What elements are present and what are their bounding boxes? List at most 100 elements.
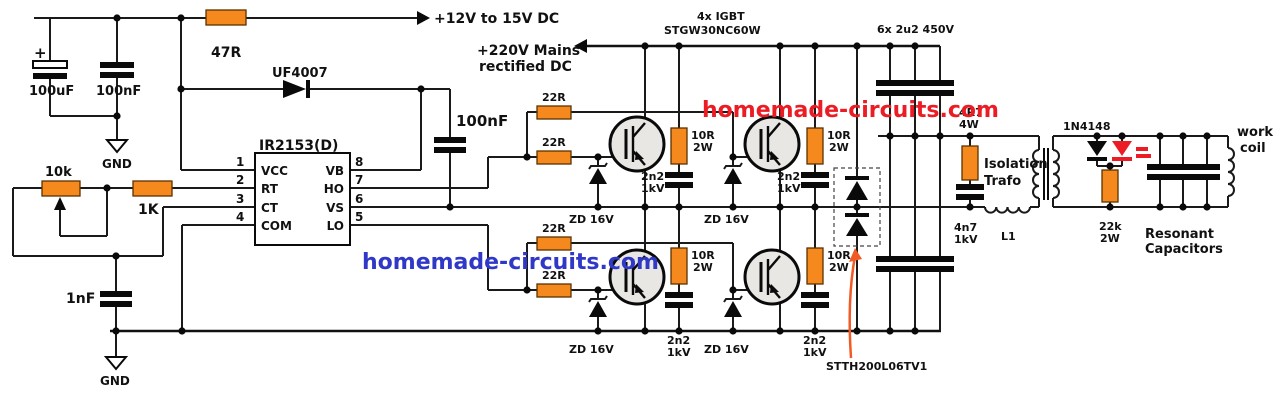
igbt-label-line2: STGW30NC60W [664,24,761,37]
resonant-capacitors [1147,164,1220,180]
tank-label-line2: Capacitors [1145,242,1223,257]
snubber-c-label-2: 2n2 [777,170,800,183]
snubber-r-label-3: 10R [691,249,715,262]
zener-label-1: ZD 16V [569,213,614,226]
diode-1N4148-label: 1N4148 [1063,120,1110,133]
isolation-transformer [1032,148,1060,200]
snubber-top-left [665,127,693,188]
potentiometer-10k [41,180,81,210]
pin-num-3: 3 [236,192,244,206]
work-coil-label-line1: work [1237,125,1273,140]
clamp-diode-module [833,167,881,247]
plus-polarity-label: + [34,44,47,62]
damper-c-label: 4n7 [954,221,977,234]
resistor-47R-label: 47R [211,45,241,61]
cap-100nF-label: 100nF [96,84,141,99]
snubber-c-label-3: 2n2 [667,334,690,347]
pot-10k-label: 10k [45,165,72,180]
damper-rw-label: 4W [959,118,979,131]
pin-vcc-label: VCC [261,164,288,178]
resistor-1K [132,180,173,197]
damper-r-label: 4R7 [959,106,983,119]
snubber-bottom-left [665,247,693,308]
pin-num-1: 1 [236,155,244,169]
junction-dots [103,14,1211,335]
snubber-r-label-4: 10R [827,249,851,262]
pin-vs-label: VS [326,201,344,215]
ic-IR2153-body [254,152,351,246]
snubber-bottom-right [801,247,829,308]
supply-rail-label: +12V to 15V DC [434,11,559,27]
pin-ho-label: HO [324,182,344,196]
bleeder-r-label: 22k [1099,220,1122,233]
gnd-symbol-top [104,139,130,154]
resistor-22R-1 [536,105,572,120]
pin-com-label: COM [261,219,292,233]
trafo-label-line1: Isolation [984,157,1048,172]
bootstrap-cap-label: 100nF [456,112,508,130]
capacitor-bootstrap-100nF [434,137,466,153]
gate-resistor-label-2: 22R [542,136,566,149]
pin-num-4: 4 [236,210,244,224]
snubber-r-label-1: 10R [691,129,715,142]
pin-num-2: 2 [236,173,244,187]
pin-num-8: 8 [355,155,363,169]
gnd-top-label: GND [102,157,132,171]
resistor-22R-4 [536,283,572,298]
zener-label-2: ZD 16V [704,213,749,226]
watermark-red: homemade-circuits.com [702,98,999,123]
snubber-w-label-3: 2W [693,261,713,274]
snubber-cv-label-1: 1kV [641,182,665,195]
igbt-label-line1: 4x IGBT [697,10,745,23]
resistor-1K-label: 1K [138,202,160,218]
zener-label-4: ZD 16V [704,343,749,356]
inductor-L1 [984,206,1031,214]
ic-name-label: IR2153(D) [259,138,338,154]
cap-100uF-label: 100uF [29,84,74,99]
resistor-22k [1101,169,1119,203]
pin-rt-label: RT [261,182,279,196]
supply-arrow-icon [417,11,430,25]
pin-vb-label: VB [326,164,344,178]
capacitor-1nF [100,291,132,307]
snubber-c-label-4: 2n2 [803,334,826,347]
clamp-diode-label: STTH200L06TV1 [826,360,927,373]
igbt-top-left [608,115,666,173]
snubber-c-label-1: 2n2 [641,170,664,183]
gnd-bottom-label: GND [100,374,130,388]
tank-label-line1: Resonant [1145,227,1214,242]
zener-ZD16V-2 [723,157,743,207]
work-coil [1227,147,1235,197]
resistor-4R7 [961,145,979,181]
circuit-wiring [12,17,1229,357]
mains-arrow-icon [574,39,587,53]
trafo-label-line2: Trafo [984,174,1021,189]
gate-resistor-label-3: 22R [542,222,566,235]
bleeder-rw-label: 2W [1100,232,1120,245]
diode-UF4007 [283,80,310,98]
zener-ZD16V-3 [588,290,608,331]
pin-num-5: 5 [355,210,363,224]
mains-label-line2: rectified DC [479,59,572,75]
zener-ZD16V-1 [588,157,608,207]
clamp-diode-pointer-arrow [848,248,862,359]
igbt-bottom-right [743,248,801,306]
resistor-22R-2 [536,150,572,165]
bus-caps-label: 6x 2u2 450V [877,23,955,36]
snubber-cv-label-4: 1kV [803,346,827,359]
pin-num-7: 7 [355,173,363,187]
labels: + 100uF 100nF GND 47R +12V to 15V DC +22… [29,10,1273,388]
snubber-cv-label-2: 1kV [777,182,801,195]
igbt-top-right [743,115,801,173]
igbt-bottom-left [608,248,666,306]
diode-1N4148 [1087,141,1107,161]
snubber-w-label-1: 2W [693,141,713,154]
resistor-47R [205,9,247,26]
watermark-blue: homemade-circuits.com [362,250,659,275]
snubber-w-label-2: 2W [829,141,849,154]
cap-1nF-label: 1nF [66,291,95,307]
capacitor-100nF [100,62,134,78]
snubber-r-label-2: 10R [827,129,851,142]
led-indicator [1112,141,1151,161]
